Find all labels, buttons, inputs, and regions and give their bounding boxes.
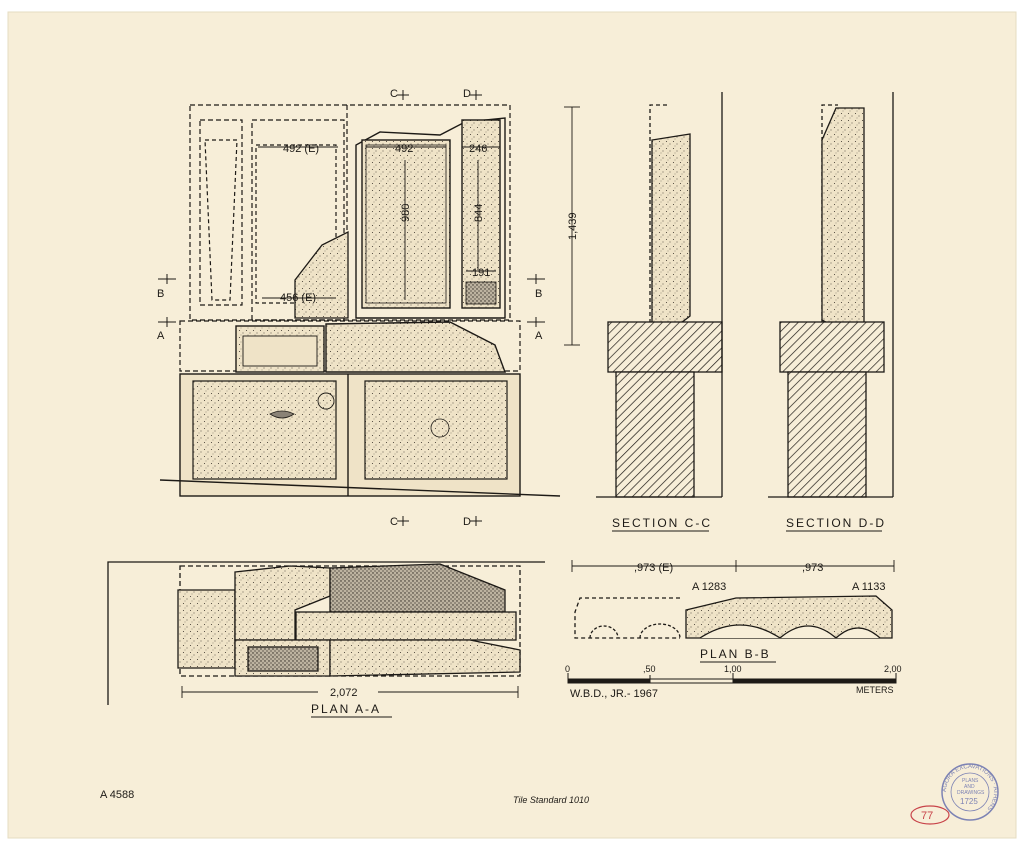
marker-a-right: A xyxy=(535,330,543,342)
scale-unit: METERS xyxy=(856,685,894,695)
scale-bar xyxy=(567,673,897,684)
inventory-a-1283: A 1283 xyxy=(692,581,726,593)
plan-b-b-dimension-left: ,973 (E) xyxy=(634,562,673,574)
stamp-number: 1725 xyxy=(960,797,978,806)
dimension-width-3: 246 xyxy=(469,143,487,155)
draftsman-credit: W.B.D., JR.- 1967 xyxy=(570,688,658,700)
marker-b-right: B xyxy=(535,288,542,300)
pencil-note: Tile Standard 1010 xyxy=(513,795,589,805)
stamp-line-3: DRAWINGS xyxy=(957,790,985,796)
dimension-width-1: 492 (E) xyxy=(283,143,319,155)
marker-c-bottom: C xyxy=(390,516,398,528)
section-markers xyxy=(158,90,545,526)
plan-a-a-dim-mask xyxy=(318,685,378,699)
plan-b-b-title: PLAN B-B xyxy=(700,647,771,661)
stamp-line-2: AND xyxy=(964,784,975,790)
scale-tick-200: 2,00 xyxy=(884,664,902,674)
dimension-width-5: 456 (E) xyxy=(280,292,316,304)
scale-tick-0: 0 xyxy=(565,664,570,674)
marker-d-bottom: D xyxy=(463,516,471,528)
section-c-c-title: SECTION C-C xyxy=(612,516,712,530)
red-mark: 77 xyxy=(910,805,950,825)
marker-a-left: A xyxy=(157,330,165,342)
dimension-width-4: 191 xyxy=(472,267,490,279)
scale-tick-50: ,50 xyxy=(643,664,656,674)
dimension-height-2: 844 xyxy=(473,204,485,222)
elevation-dimension-lines xyxy=(258,106,580,346)
dimension-total-height: 1,439 xyxy=(567,212,579,240)
section-d-d xyxy=(768,92,894,498)
section-c-c xyxy=(596,92,723,498)
inventory-a-1133: A 1133 xyxy=(852,581,885,593)
marker-d-top: D xyxy=(463,88,471,100)
elevation-drawing xyxy=(159,104,561,497)
dimension-width-2: 492 xyxy=(395,143,413,155)
plan-a-a-dimension: 2,072 xyxy=(330,687,358,699)
scale-tick-100: 1,00 xyxy=(724,664,742,674)
plan-b-b xyxy=(571,560,895,639)
svg-text:77: 77 xyxy=(921,810,933,822)
plan-a-a-title: PLAN A-A xyxy=(311,702,381,716)
plan-b-b-dimension-right: ,973 xyxy=(802,562,823,574)
marker-b-left: B xyxy=(157,288,164,300)
plan-a-a xyxy=(107,561,545,705)
dimension-height-1: 980 xyxy=(400,204,412,222)
sheet-id: A 4588 xyxy=(100,789,134,801)
marker-c-top: C xyxy=(390,88,398,100)
section-d-d-title: SECTION D-D xyxy=(786,516,886,530)
stamp-line-1: PLANS xyxy=(962,778,979,784)
